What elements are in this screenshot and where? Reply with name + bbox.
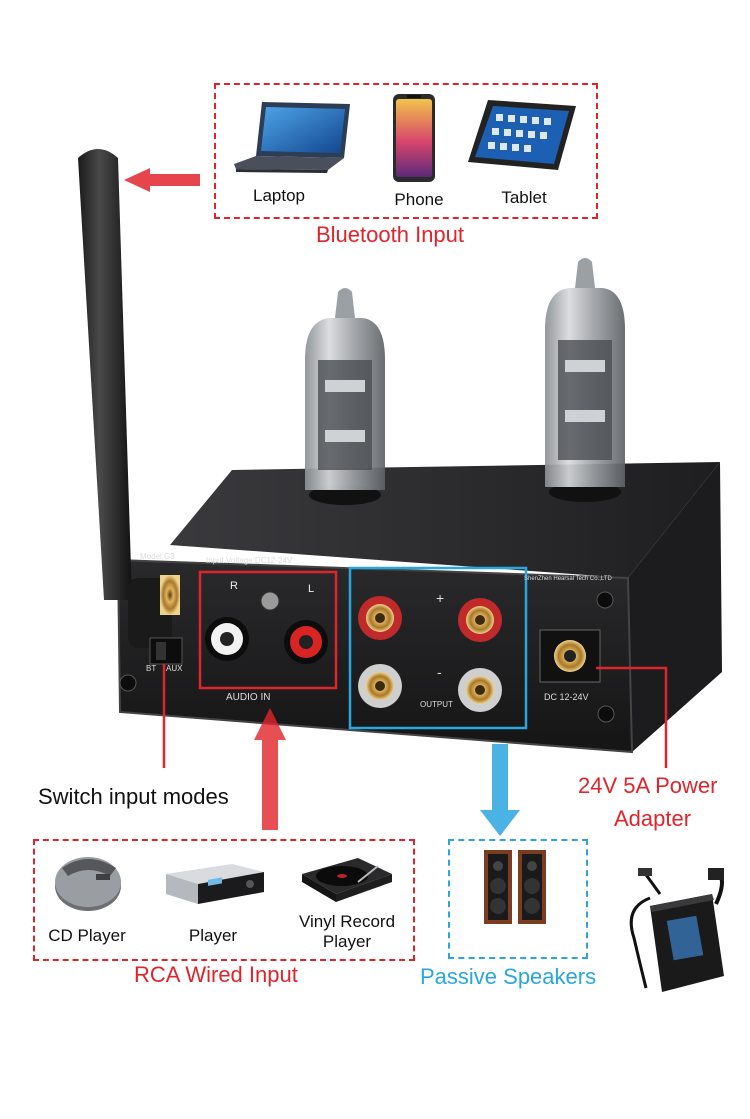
maker-text: ShenZhen Hearsal Tech Co.,LTD: [524, 576, 612, 582]
device-label-phone: Phone: [394, 190, 444, 209]
vinyl-label-text: Vinyl Record Player: [298, 912, 396, 951]
player-icon: [166, 864, 264, 904]
device-label-player: Player: [188, 926, 238, 945]
bt-label: BT: [146, 664, 157, 673]
audio-in-label: AUDIO IN: [226, 692, 271, 703]
phone-icon: [393, 94, 435, 182]
turntable-icon: [302, 858, 392, 902]
minus-label: -: [437, 664, 442, 680]
device-label-laptop: Laptop: [253, 186, 305, 205]
plus-label: +: [436, 590, 445, 606]
dc-label: DC 12-24V: [544, 692, 589, 702]
bluetooth-input-caption: Bluetooth Input: [316, 222, 465, 247]
aux-label: AUX: [166, 664, 183, 673]
input-voltage-text: Input Voltage:DC12-24V: [206, 556, 293, 565]
r-label: R: [230, 580, 238, 592]
l-label: L: [308, 583, 315, 595]
power-adapter-label-line2: Adapter: [614, 806, 692, 831]
speakers-box: [448, 839, 588, 959]
device-label-vinyl-record-player: Vinyl Record Player: [290, 912, 404, 952]
device-label-tablet: Tablet: [501, 188, 547, 207]
cd-player-icon: [55, 857, 121, 911]
laptop-icon: [234, 102, 350, 173]
power-adapter-label-line1: 24V 5A Power: [578, 773, 718, 798]
power-adapter-icon: [629, 868, 724, 992]
switch-input-modes-label: Switch input modes: [38, 784, 229, 809]
tablet-icon: [468, 100, 576, 170]
speakers-icon: [484, 850, 546, 924]
model-text: Model:G3: [140, 552, 175, 561]
output-label: OUTPUT: [420, 700, 453, 709]
rca-wired-input-caption: RCA Wired Input: [134, 962, 298, 987]
bluetooth-devices-box: [214, 83, 598, 219]
passive-speakers-caption: Passive Speakers: [420, 964, 597, 989]
device-label-cd-player: CD Player: [48, 926, 126, 945]
rca-devices-box: [33, 839, 415, 961]
